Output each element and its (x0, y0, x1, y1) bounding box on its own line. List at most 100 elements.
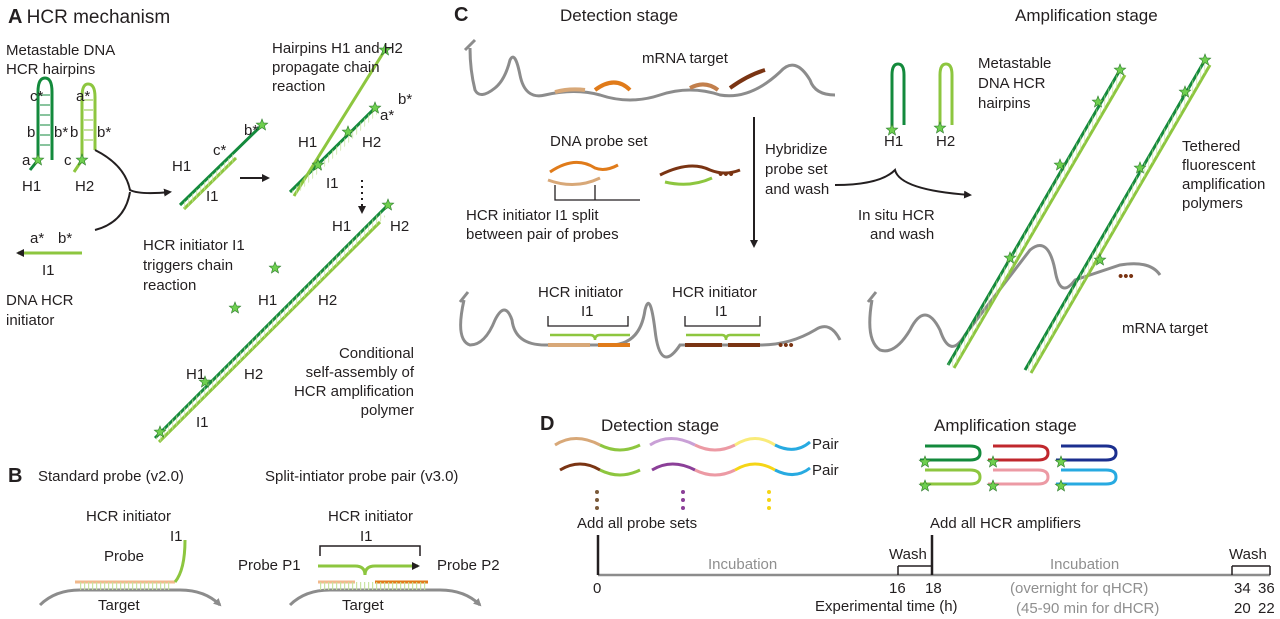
target-b1: Target (98, 597, 140, 614)
c-metastable-2: DNA HCR (978, 75, 1046, 92)
fluorophore-star-icon (228, 301, 242, 314)
overnight-note: (overnight for qHCR) (1010, 580, 1149, 597)
label-h2-l3: H2 (244, 366, 264, 383)
mrna-target-top: mRNA target (642, 50, 728, 67)
tethered-label-4: polymers (1182, 195, 1243, 212)
c-amplification-stage: Amplification stage (1015, 6, 1158, 25)
hairpin-h2 (80, 82, 97, 160)
hybridize-label-1: Hybridize (765, 141, 828, 158)
bracket-b2 (319, 545, 421, 556)
fluorophore-star-icon (918, 479, 932, 492)
probe-pair-3 (734, 437, 776, 447)
incubation-2: Incubation (1050, 556, 1120, 573)
trigger-label-2: triggers chain (143, 257, 234, 274)
i1-c1: I1 (581, 303, 594, 320)
fluorophore-star-icon (918, 455, 932, 468)
trigger-arrow (94, 149, 172, 197)
i1-b2: I1 (360, 528, 373, 545)
assembly-small (178, 123, 264, 211)
label-i1-long: I1 (196, 414, 209, 431)
probe-pair-1 (554, 437, 601, 447)
fluorophore-star-icon (31, 153, 45, 166)
label-h2-l2: H2 (318, 292, 338, 309)
target-b2: Target (342, 597, 384, 614)
c-detection-stage: Detection stage (560, 6, 679, 25)
trigger-label-1: HCR initiator I1 (143, 237, 245, 254)
probe-p2: Probe P2 (437, 557, 500, 574)
panel-a-letter: A (8, 6, 23, 28)
tick-16: 16 (889, 580, 906, 597)
hybridize-label-3: and wash (765, 181, 830, 198)
conditional-label-3: HCR amplification (293, 383, 414, 400)
hcr-initiator-c2: HCR initiator (672, 284, 758, 301)
fluorophore-star-icon (1198, 53, 1212, 66)
fluorophore-star-icon (1178, 85, 1192, 98)
fluorophore-star-icon (153, 425, 167, 438)
label-h1: H1 (22, 178, 42, 195)
label-c: c (64, 152, 72, 169)
initiator-label-1: DNA HCR (6, 292, 74, 309)
label-b-h2: b (70, 124, 79, 141)
fluorophore-star-icon (1113, 63, 1127, 76)
fluorophore-star-icon (1054, 455, 1068, 468)
metastable-label-2: HCR hairpins (6, 61, 96, 78)
panel-c-diagram (458, 38, 1212, 374)
arrow-insitu (834, 168, 972, 199)
insitu-label-2: and wash (870, 226, 935, 243)
c-metastable-3: hairpins (978, 95, 1031, 112)
propagate-label-2: propagate chain (272, 59, 380, 76)
label-h2: H2 (75, 178, 95, 195)
panel-b-letter: B (8, 465, 23, 487)
fluorophore-star-icon (341, 125, 355, 138)
tethered-label-1: Tethered (1182, 138, 1241, 155)
probe-pair-2 (649, 437, 696, 447)
tick-20: 20 (1234, 600, 1251, 617)
d-amplification-stage: Amplification stage (934, 416, 1077, 435)
d-detection-stage: Detection stage (601, 416, 720, 435)
label-h2-med: H2 (362, 134, 382, 151)
assembly-medium (288, 49, 387, 197)
label-a-star-med: a* (380, 107, 395, 124)
label-a-star-h2: a* (76, 88, 91, 105)
probe-label: Probe (104, 548, 145, 565)
label-b-star-med: b* (398, 91, 413, 108)
tick-36: 36 (1258, 580, 1275, 597)
standard-title: Standard probe (v2.0) (38, 468, 184, 485)
label-h1-l2: H1 (258, 292, 278, 309)
hcr-initiator-b1: HCR initiator (86, 508, 172, 525)
incubation-1: Incubation (708, 556, 778, 573)
polymer-long (153, 203, 390, 444)
fluorophore-star-icon (885, 123, 899, 136)
tick-22: 22 (1258, 600, 1275, 617)
tethered-label-3: amplification (1182, 176, 1266, 193)
fluorophore-star-icon (368, 101, 382, 114)
fluorophore-star-icon (986, 479, 1000, 492)
mrna-amp (866, 244, 1162, 353)
mrna-top (463, 38, 836, 102)
mrna-target-amp: mRNA target (1122, 320, 1208, 337)
ellipsis-amp: ••• (1118, 268, 1134, 285)
c-metastable-1: Metastable (978, 55, 1052, 72)
label-h1-l3: H1 (186, 366, 206, 383)
fluorophore-star-icon (268, 261, 282, 274)
panel-d-letter: D (540, 413, 555, 435)
hairpin-h1 (36, 76, 54, 160)
label-c-star-small: c* (213, 142, 227, 159)
fluorophore-star-icon (381, 198, 395, 211)
tick-18: 18 (925, 580, 942, 597)
c-h2: H2 (936, 133, 956, 150)
hybridize-label-2: probe set (765, 161, 828, 178)
label-h1-med: H1 (298, 134, 318, 151)
pair-label-1: Pair (812, 436, 839, 453)
conditional-label-2: self-assembly of (305, 364, 414, 381)
panel-b-probes (38, 539, 482, 607)
fluorophore-star-icon (198, 375, 212, 388)
split-label-2: between pair of probes (466, 226, 619, 243)
axis-label: Experimental time (h) (815, 598, 958, 615)
hcr-initiator-c1: HCR initiator (538, 284, 624, 301)
fluorophore-star-icon (933, 121, 947, 134)
label-c-star: c* (30, 88, 44, 105)
fluorophore-star-icon (1053, 158, 1067, 171)
fluorophore-star-icon (1091, 95, 1105, 108)
